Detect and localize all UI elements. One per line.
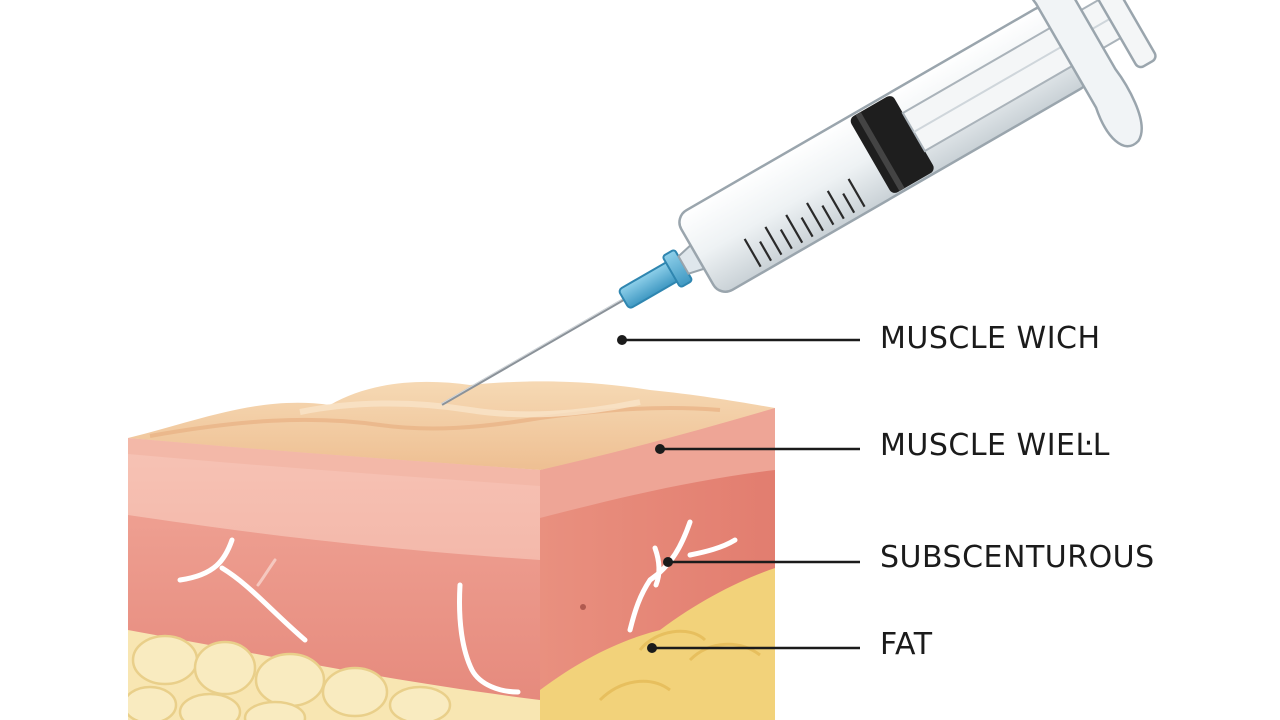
leader-lines [622,338,860,650]
needle-hub [618,242,708,309]
syringe-icon [441,0,1157,406]
finger-flange [1027,0,1143,148]
vessels [177,537,521,695]
syringe-stopper [850,96,934,193]
leader-dot [617,335,627,345]
side-dermis [540,408,775,518]
leader-dot [655,444,665,454]
side-fat [540,568,775,720]
epidermis-surface [128,381,775,470]
label-muscle-wiell: MUSCLE WIEĿL [880,428,1110,463]
label-fat: FAT [880,627,933,662]
label-subscenturous: SUBSCENTUROUS [880,540,1155,575]
fat-lobules [128,634,452,720]
graduation-marks [743,178,866,268]
leader-dot [663,557,673,567]
leader-dot [647,643,657,653]
label-muscle-wich: MUSCLE WICH [880,321,1101,356]
skin-cross-section [128,381,775,720]
plunger-thumb-rest [1081,0,1157,69]
